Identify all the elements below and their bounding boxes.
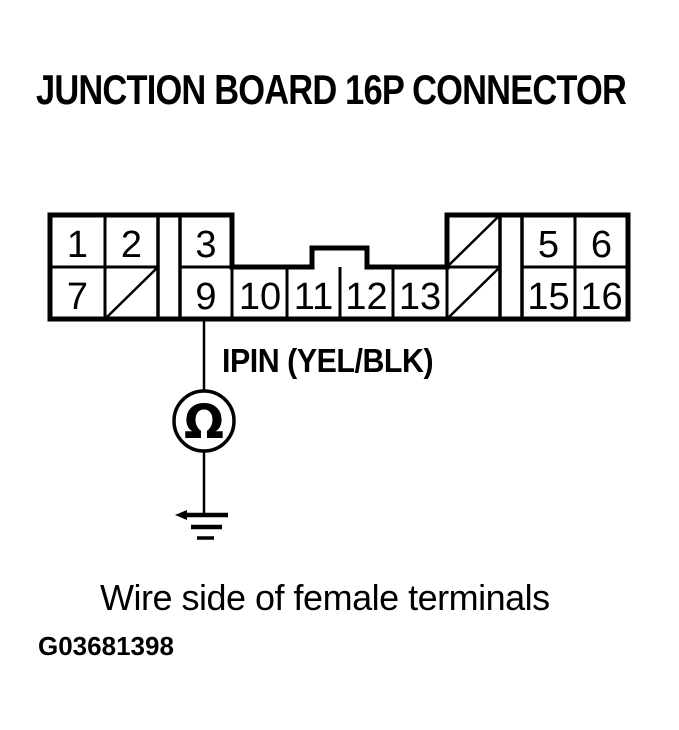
ground-symbol-icon <box>175 510 228 540</box>
figure-id: G03681398 <box>38 631 174 661</box>
pin-cell-9: 9 <box>195 276 216 318</box>
wire-color-label: IPIN (YEL/BLK) <box>222 342 434 379</box>
pin-cell-5: 5 <box>538 224 559 266</box>
pin-cell-13: 13 <box>399 276 441 318</box>
pin-cell-12: 12 <box>345 276 387 318</box>
pin-cell-2: 2 <box>121 224 142 266</box>
blocked-cell-14-slash-icon <box>446 266 501 320</box>
pin-cell-6: 6 <box>591 224 612 266</box>
blocked-cell-4-slash-icon <box>446 214 501 268</box>
pin-cell-10: 10 <box>239 276 281 318</box>
pin-cell-7: 7 <box>67 276 88 318</box>
page-title: JUNCTION BOARD 16P CONNECTOR <box>36 66 627 113</box>
blocked-cell-8-slash-icon <box>104 266 159 320</box>
ground-arrow-tip <box>175 510 187 520</box>
pin-cell-16: 16 <box>580 276 622 318</box>
pin-cell-11: 11 <box>294 276 333 318</box>
diagram-caption: Wire side of female terminals <box>100 577 550 618</box>
pin-cell-15: 15 <box>527 276 569 318</box>
test-wire: Ω <box>172 319 236 540</box>
ohm-symbol-icon: Ω <box>184 395 224 450</box>
connector-16p: 1 2 3 5 6 7 9 10 11 12 13 15 16 <box>47 212 631 322</box>
pin-cell-1: 1 <box>67 224 88 266</box>
pin-cell-3: 3 <box>195 224 216 266</box>
